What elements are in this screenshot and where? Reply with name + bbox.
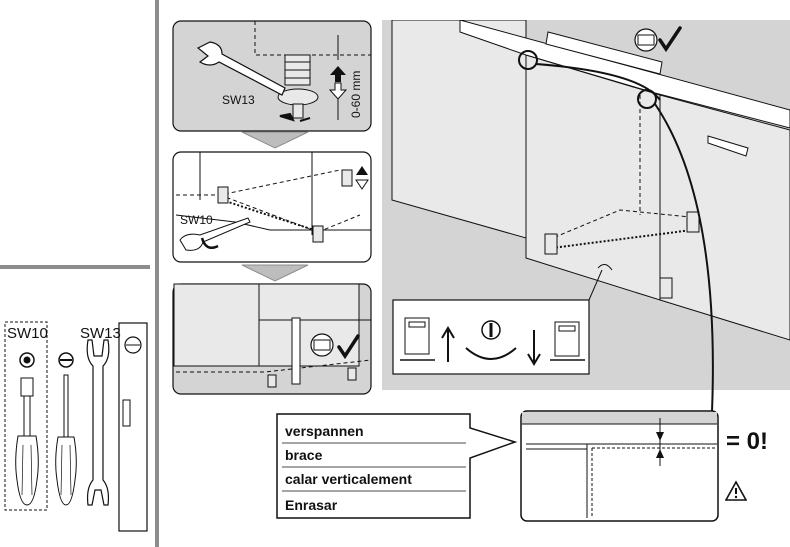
flat-screwdriver-icon — [55, 352, 77, 506]
wrench-icon — [196, 41, 286, 96]
callout-curve — [654, 103, 714, 413]
up-arrow-icon — [356, 166, 368, 175]
down-arrow-icon — [355, 179, 369, 190]
sw10-label: SW10 — [7, 325, 48, 342]
horizontal-divider — [0, 265, 150, 269]
step-1-tool-label: SW13 — [222, 93, 255, 107]
turn-arrows-icon — [465, 320, 517, 360]
range-label: 0-60 mm — [349, 71, 363, 118]
warning-icon — [725, 480, 747, 501]
turn-arrow-icon — [200, 237, 219, 249]
term-item: calar verticalement — [285, 471, 412, 487]
sw13-label: SW13 — [80, 325, 121, 342]
vertical-divider — [155, 0, 159, 547]
terms-list: verspannen brace calar verticalement Enr… — [275, 415, 471, 519]
screwdriver-icon — [179, 217, 251, 251]
tools-panel: SW10 SW13 — [4, 321, 148, 532]
step-arrow-1 — [241, 131, 309, 149]
dishwasher-raise-icon — [400, 317, 435, 361]
step-arrow-2 — [241, 264, 309, 282]
step-3-panel — [172, 283, 372, 395]
spirit-level-icon — [118, 322, 148, 532]
step-1-panel: SW13 0-60 mm — [172, 20, 372, 132]
up-down-arrows-icon — [328, 35, 348, 120]
terms-callout — [276, 413, 518, 519]
term-item: verspannen — [285, 423, 364, 439]
top-spirit-level-icon — [545, 28, 663, 75]
turn-arrow-icon — [279, 112, 311, 122]
term-item: Enrasar — [285, 497, 338, 513]
step-2-panel: SW10 — [172, 151, 372, 263]
leveling-foot-icon — [277, 54, 319, 119]
check-icon — [658, 26, 682, 53]
socket-screwdriver-icon — [15, 352, 39, 506]
dishwasher-lower-icon — [550, 321, 585, 361]
wrench-tool-icon — [86, 339, 110, 506]
gap-value: = 0! — [726, 428, 769, 455]
term-item: brace — [285, 447, 323, 463]
gap-detail-panel — [520, 410, 719, 522]
installation-scene — [382, 20, 790, 390]
check-icon — [337, 334, 360, 360]
step-2-tool-label: SW10 — [180, 213, 213, 227]
